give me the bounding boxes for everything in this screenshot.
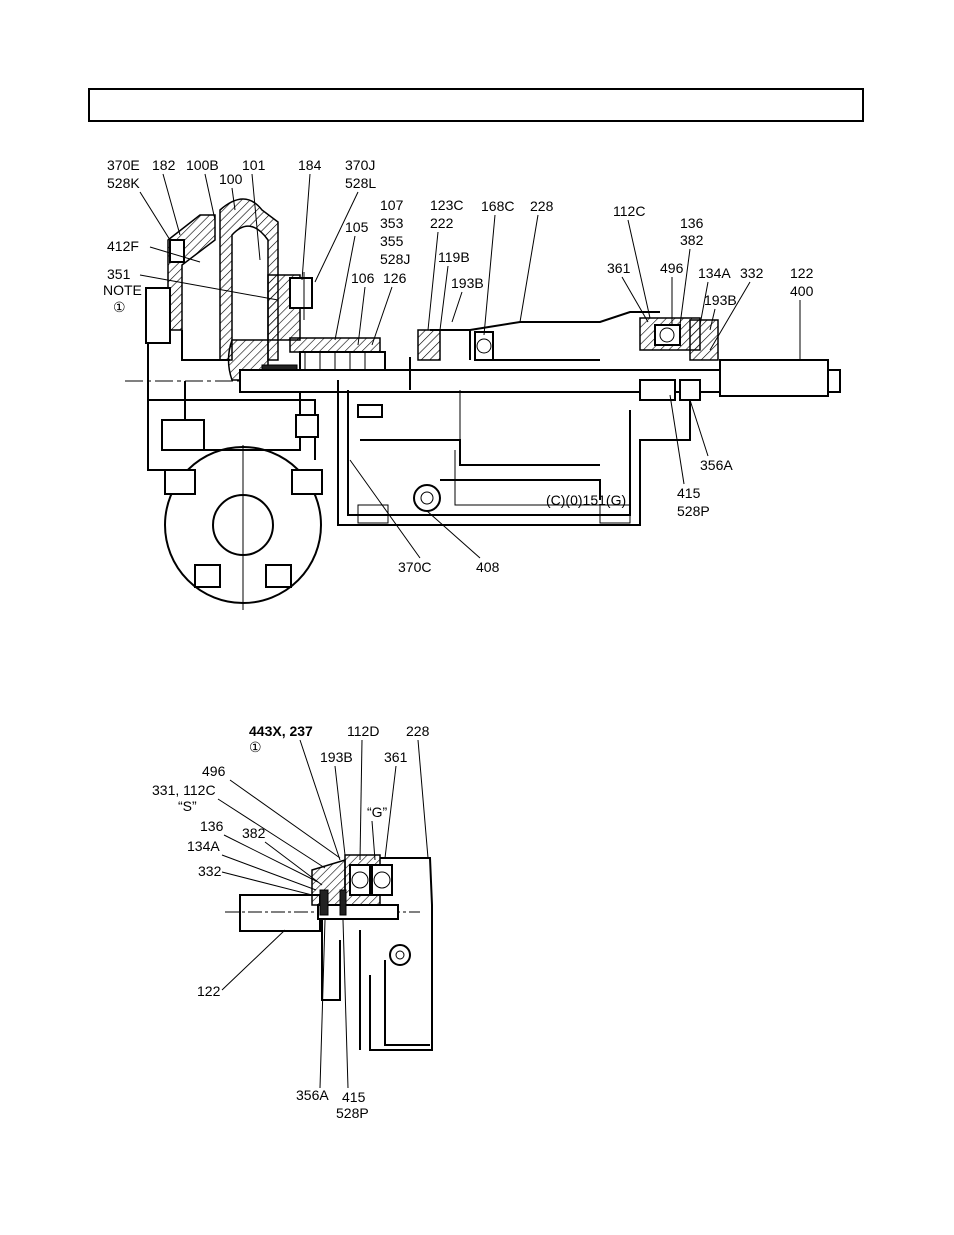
label-528P: 528P [336, 1105, 369, 1121]
label-332: 332 [740, 265, 764, 281]
top-sectional-view: 370E 528K 182 100B 100 101 184 370J 528L… [103, 157, 840, 610]
label-100B: 100B [186, 157, 219, 173]
label-361: 361 [384, 749, 408, 765]
label-228: 228 [530, 198, 554, 214]
label-370J: 370J [345, 157, 375, 173]
label-355: 355 [380, 233, 404, 249]
casing [146, 199, 318, 470]
label-105: 105 [345, 219, 369, 235]
label-496: 496 [660, 260, 684, 276]
label-134A: 134A [698, 265, 731, 281]
suction-flange [165, 445, 322, 610]
label-126: 126 [383, 270, 407, 286]
label-400: 400 [790, 283, 814, 299]
label-528J: 528J [380, 251, 410, 267]
label-136: 136 [680, 215, 704, 231]
label-112C: 112C [613, 203, 645, 219]
label-408: 408 [476, 559, 500, 575]
label-119B: 119B [438, 249, 470, 265]
label-443X-237: 443X, 237 [249, 723, 313, 739]
label-112D: 112D [347, 723, 379, 739]
label-101: 101 [242, 157, 266, 173]
bearing-frame [338, 312, 718, 525]
label-193B-b: 193B [704, 292, 737, 308]
label-356A: 356A [296, 1087, 329, 1103]
shaft-end [240, 895, 320, 931]
label-134A: 134A [187, 838, 220, 854]
label-222: 222 [430, 215, 454, 231]
label-528K: 528K [107, 175, 140, 191]
label-370C: 370C [398, 559, 431, 575]
label-100: 100 [219, 171, 243, 187]
drawing-code: (C)(0)151(G) [546, 492, 626, 508]
label-note-ref: ① [249, 739, 262, 755]
label-496: 496 [202, 763, 226, 779]
label-note-num: ① [113, 299, 126, 315]
label-356A: 356A [700, 457, 733, 473]
label-228: 228 [406, 723, 430, 739]
label-528P: 528P [677, 503, 710, 519]
label-193B: 193B [320, 749, 353, 765]
label-184: 184 [298, 157, 322, 173]
label-528L: 528L [345, 175, 376, 191]
label-note: NOTE [103, 282, 142, 298]
label-S: “S” [178, 798, 197, 814]
bottom-sectional-view: 443X, 237 ① 112D 228 496 193B 361 331, 1… [152, 723, 432, 1121]
label-106: 106 [351, 270, 375, 286]
label-353: 353 [380, 215, 404, 231]
shaft-coupling-end [720, 360, 828, 396]
label-382: 382 [680, 232, 704, 248]
label-122: 122 [790, 265, 814, 281]
label-332: 332 [198, 863, 222, 879]
label-136: 136 [200, 818, 224, 834]
label-123C: 123C [430, 197, 463, 213]
label-331-112C: 331, 112C [152, 782, 216, 798]
label-168C: 168C [481, 198, 514, 214]
label-415: 415 [677, 485, 701, 501]
label-193B-a: 193B [451, 275, 484, 291]
label-351: 351 [107, 266, 131, 282]
label-415: 415 [342, 1089, 366, 1105]
label-412F: 412F [107, 238, 139, 254]
label-361: 361 [607, 260, 631, 276]
label-182: 182 [152, 157, 176, 173]
label-122: 122 [197, 983, 221, 999]
label-107: 107 [380, 197, 404, 213]
label-G: “G” [367, 804, 388, 820]
label-370E: 370E [107, 157, 140, 173]
